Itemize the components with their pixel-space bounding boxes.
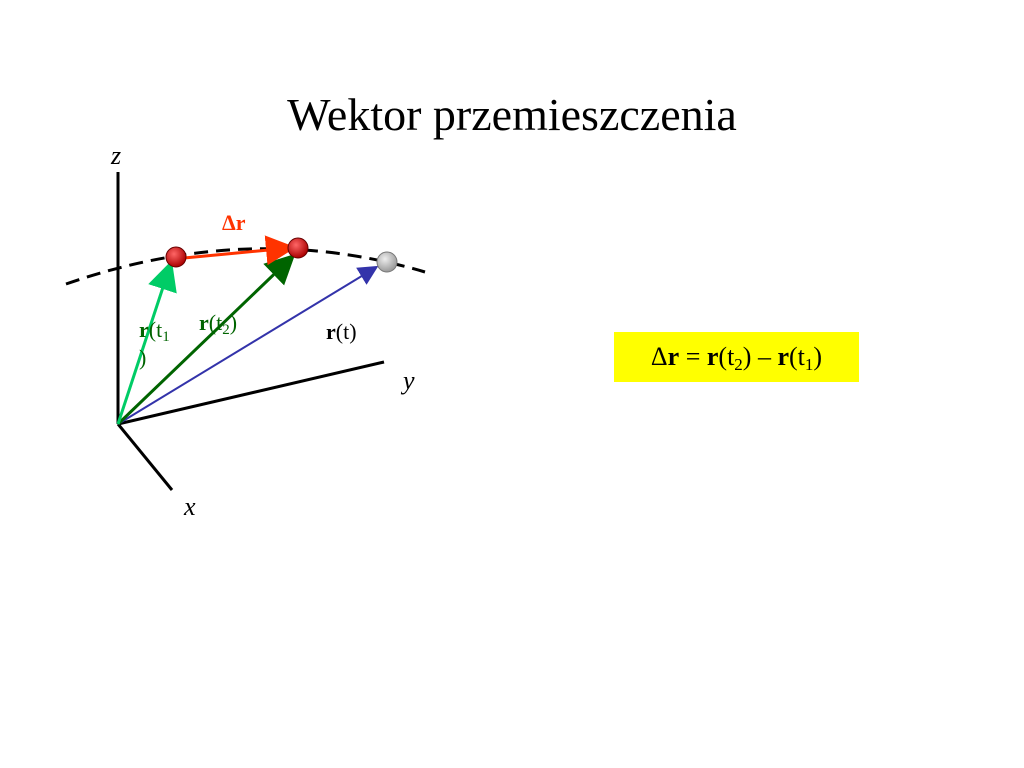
r-t1-vec: r (139, 317, 149, 342)
trajectory-path (65, 247, 426, 286)
formula-r1-open: (t (789, 342, 805, 371)
r-t2-label: r(t2) (199, 310, 238, 338)
vector-r-t2 (116, 253, 296, 426)
r-t-label: r(t) (326, 321, 357, 343)
r-t-vec: r (326, 319, 336, 344)
r-t1-open: (t (148, 317, 163, 342)
point-t (376, 251, 398, 273)
slide-title: Wektor przemieszczenia (287, 89, 737, 140)
r-t1-sub: 1 (162, 329, 170, 345)
point-t2 (287, 237, 309, 259)
formula-r1-sub: 1 (804, 355, 814, 374)
formula-minus: – (751, 342, 778, 371)
z-axis-label: z (111, 141, 122, 170)
vector-r-t (117, 265, 379, 425)
formula-delta-r: r (667, 342, 680, 371)
formula-r2-close: ) (742, 342, 752, 371)
r-t1-close: ) (139, 345, 147, 370)
formula-r2: r (706, 342, 719, 371)
formula-box: Δr = r(t2) – r(t1) (614, 332, 859, 382)
r-t2-vec: r (199, 310, 209, 335)
formula-r2-sub: 2 (734, 355, 743, 374)
formula-r2-open: (t (718, 342, 735, 371)
y-axis (117, 360, 385, 426)
r-t2-open: (t (208, 310, 223, 335)
delta-r-label: Δr (222, 212, 246, 234)
r-t1-label: r(t1 ) (139, 316, 181, 372)
x-axis (116, 423, 174, 491)
vector-r-t1 (116, 260, 177, 425)
y-axis-label: y (403, 366, 415, 395)
formula-r1-close: ) (813, 342, 823, 371)
formula-equals: = (679, 342, 707, 371)
formula-r1: r (777, 342, 790, 371)
r-t-args: (t) (335, 319, 357, 344)
vector-delta-r (183, 235, 296, 266)
formula-delta: Δ (650, 342, 668, 371)
delta-r-vec: r (235, 210, 246, 235)
point-t1 (165, 246, 187, 268)
r-t2-sub: 2 (222, 322, 230, 338)
x-axis-label: x (184, 492, 196, 521)
r-t2-close: ) (229, 310, 238, 335)
delta-symbol: Δ (222, 210, 236, 235)
